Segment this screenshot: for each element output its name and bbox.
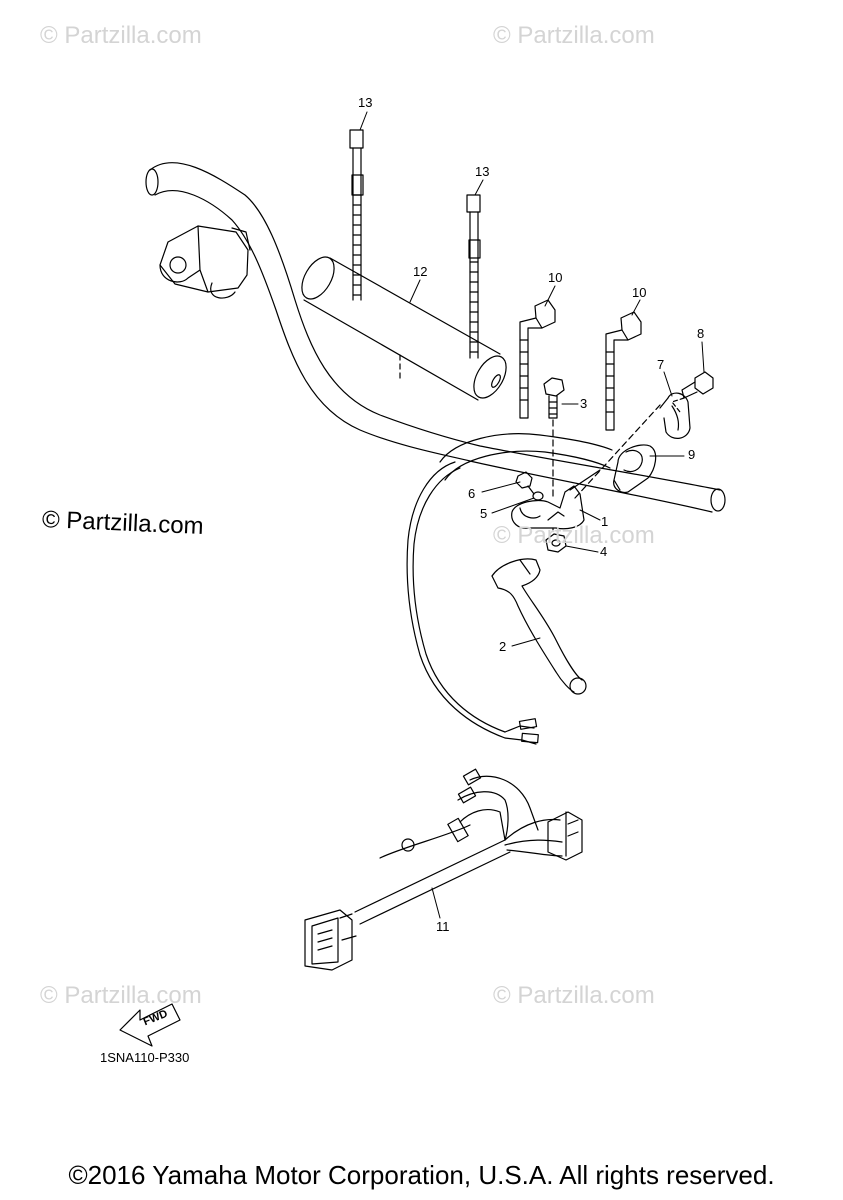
lever-2 xyxy=(491,558,587,695)
washer-5 xyxy=(532,491,544,501)
screw-8 xyxy=(671,371,714,413)
callout-1: 1 xyxy=(601,514,609,529)
handlebar xyxy=(145,162,726,513)
watermark-bottom-right: © Partzilla.com xyxy=(493,982,655,1009)
clamp-7 xyxy=(659,392,691,439)
watermark-top-right: © Partzilla.com xyxy=(493,22,655,49)
cable-band-10-left xyxy=(519,299,556,419)
fwd-arrow-icon xyxy=(119,1003,181,1047)
callout-12: 12 xyxy=(413,264,428,279)
copyright-notice: ©2016 Yamaha Motor Corporation, U.S.A. A… xyxy=(68,1160,775,1190)
switch-wire xyxy=(406,461,539,745)
handlebar-pad xyxy=(301,256,507,401)
callout-3: 3 xyxy=(580,396,588,411)
lever-holder-9 xyxy=(613,444,657,493)
callout-10-left: 10 xyxy=(548,270,563,285)
wire-harness-11 xyxy=(304,768,583,971)
callout-9: 9 xyxy=(688,447,696,462)
callout-13-right: 13 xyxy=(475,164,490,179)
bolt-3 xyxy=(543,377,565,501)
watermark-top-left: © Partzilla.com xyxy=(40,22,202,49)
callout-13-left: 13 xyxy=(358,95,373,110)
cable-tie-13-right xyxy=(466,194,481,359)
callout-5: 5 xyxy=(480,506,488,521)
watermark-middle-right: © Partzilla.com xyxy=(493,522,655,549)
callout-6: 6 xyxy=(468,486,476,501)
cable-tie-13-left xyxy=(349,129,364,301)
watermark-bottom-left: © Partzilla.com xyxy=(40,982,202,1009)
cable-band-10-right xyxy=(605,311,642,431)
callout-8: 8 xyxy=(697,326,705,341)
drawing-code: 1SNA110-P330 xyxy=(100,1050,190,1065)
leader-lines xyxy=(359,111,705,919)
callout-7: 7 xyxy=(657,357,665,372)
bolt-6 xyxy=(515,471,535,495)
callout-4: 4 xyxy=(600,544,608,559)
lever-bracket-1 xyxy=(511,404,661,530)
callout-2: 2 xyxy=(499,639,507,654)
left-switch-housing xyxy=(159,225,251,299)
callout-11: 11 xyxy=(436,919,450,934)
callout-10-right: 10 xyxy=(632,285,647,300)
